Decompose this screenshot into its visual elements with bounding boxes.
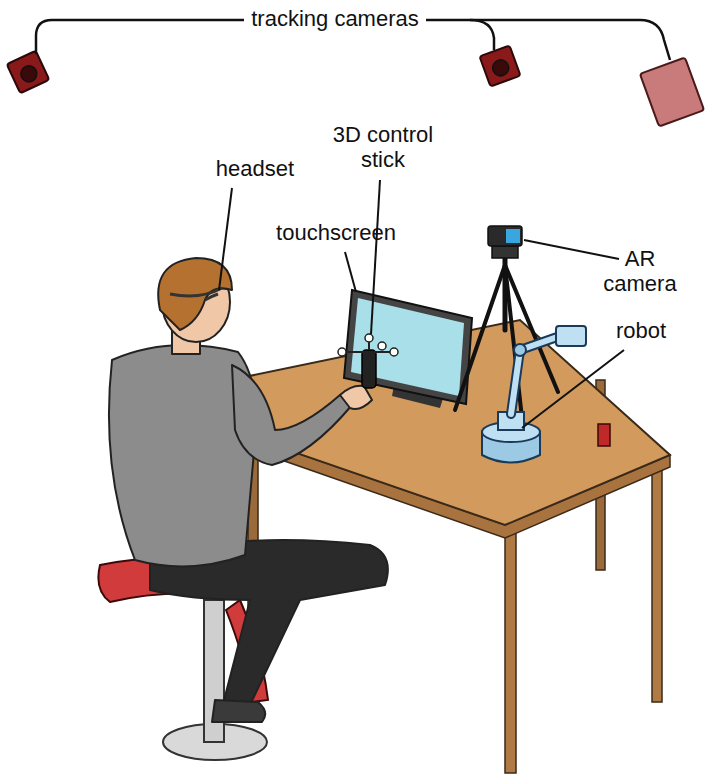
leader-line (426, 20, 670, 60)
robot-arm (511, 350, 520, 414)
headset-mic (205, 294, 218, 300)
leader-line (219, 188, 232, 290)
tracking-marker (390, 348, 398, 356)
robot-gripper (556, 326, 586, 346)
tracking-marker (378, 342, 386, 350)
person (109, 258, 388, 722)
leader-line (470, 20, 494, 50)
stick-handle (362, 350, 376, 388)
camera-lens (490, 58, 511, 79)
leader-line (371, 180, 380, 334)
control-stick (338, 334, 398, 388)
leader-line (524, 240, 619, 259)
robot (482, 326, 586, 463)
table-leg (505, 525, 516, 773)
camera-body (640, 57, 704, 126)
part-label: robot (601, 318, 681, 343)
ar-camera (488, 226, 522, 246)
robot-arm (511, 350, 520, 414)
tripod (455, 246, 558, 418)
tracking-camera (7, 51, 50, 94)
leader-line (345, 252, 356, 292)
camera-body (7, 51, 50, 94)
camera-body (479, 45, 520, 86)
leader-lines (219, 180, 624, 428)
tracking-camera (640, 57, 704, 126)
part-label: headset (205, 156, 305, 181)
shoe (212, 700, 265, 722)
table-leg (652, 458, 662, 702)
part-label: AR camera (599, 246, 681, 297)
screen-glass (351, 298, 464, 396)
camera-body (488, 226, 522, 246)
part-label: 3D control stick (321, 122, 446, 173)
leader-line (36, 20, 244, 54)
leader-line (522, 350, 624, 428)
red-block (598, 424, 610, 446)
screen-frame (344, 290, 472, 404)
robot-joint (514, 344, 526, 356)
tripod-head (492, 246, 518, 258)
arm (232, 365, 352, 465)
tripod-column (503, 250, 508, 330)
part-label: tracking cameras (235, 6, 435, 31)
camera-lens (18, 63, 39, 84)
tracking-camera (479, 45, 520, 86)
part-label: touchscreen (261, 220, 411, 245)
tracking-marker (338, 348, 346, 356)
camera-lens (506, 229, 520, 243)
tracking-marker (365, 334, 373, 342)
hand (340, 386, 372, 409)
tripod-leg (455, 265, 505, 410)
